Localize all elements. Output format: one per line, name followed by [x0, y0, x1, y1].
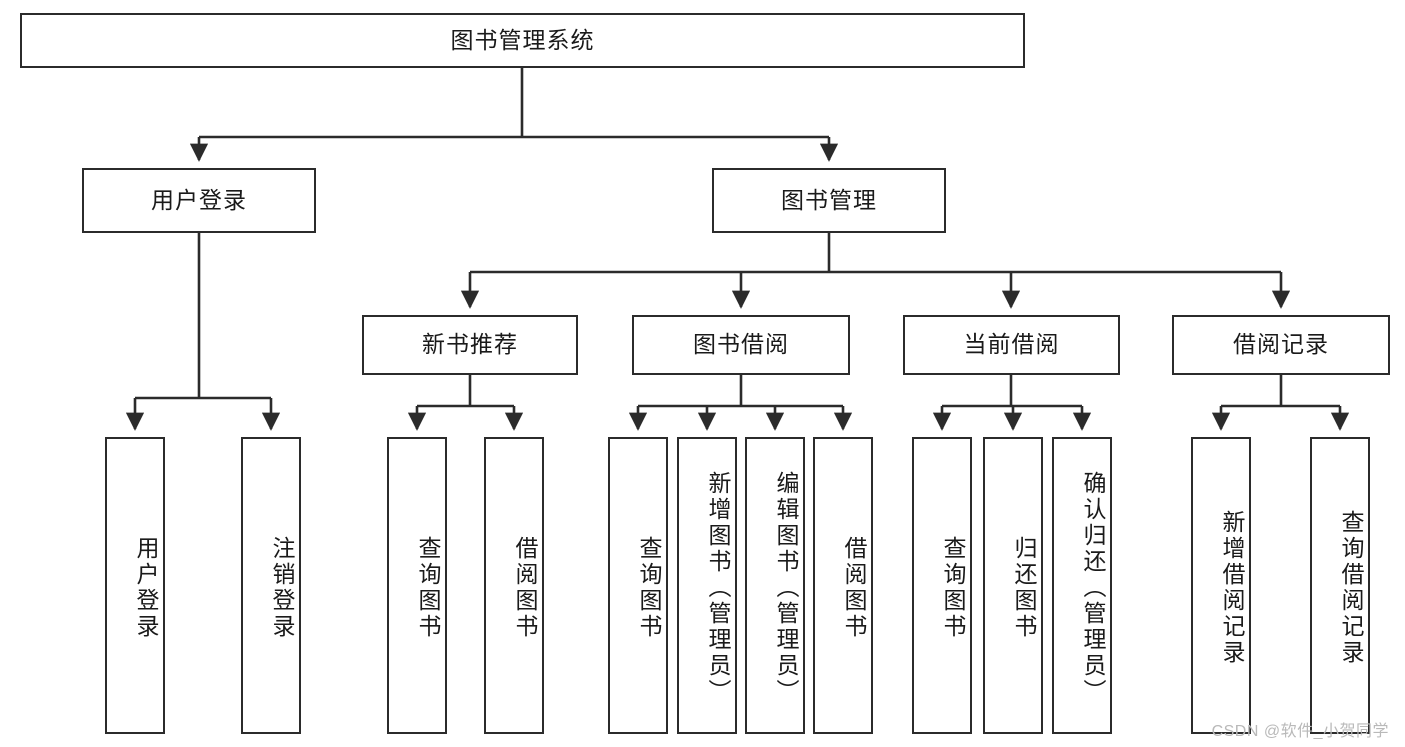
- leaf-add-book-admin-label: 新增图书（管理员）: [705, 470, 731, 705]
- leaf-borrow-book-label: 借阅图书: [841, 535, 867, 640]
- node-current-borrow[interactable]: 当前借阅: [903, 315, 1120, 375]
- leaf-add-borrow-record[interactable]: 新增借阅记录: [1191, 437, 1251, 734]
- node-user-login-label: 用户登录: [151, 186, 247, 213]
- leaf-return-book[interactable]: 归还图书: [983, 437, 1043, 734]
- node-book-borrow-label: 图书借阅: [693, 331, 789, 358]
- leaf-borrow-book-recommend-label: 借阅图书: [512, 535, 538, 640]
- node-borrow-record[interactable]: 借阅记录: [1172, 315, 1390, 375]
- node-current-borrow-label: 当前借阅: [963, 331, 1060, 358]
- leaf-edit-book-admin-label: 编辑图书（管理员）: [773, 470, 799, 705]
- leaf-query-book-borrow-label: 查询图书: [636, 535, 662, 640]
- leaf-logout[interactable]: 注销登录: [241, 437, 301, 734]
- node-root[interactable]: 图书管理系统: [20, 13, 1025, 68]
- leaf-logout-label: 注销登录: [269, 535, 295, 640]
- leaf-user-login[interactable]: 用户登录: [105, 437, 165, 734]
- leaf-borrow-book[interactable]: 借阅图书: [813, 437, 873, 734]
- node-book-management[interactable]: 图书管理: [712, 168, 946, 233]
- leaf-query-borrow-record-label: 查询借阅记录: [1338, 509, 1364, 666]
- leaf-add-borrow-record-label: 新增借阅记录: [1219, 509, 1245, 666]
- watermark: CSDN @软件_小贺同学: [1211, 723, 1389, 740]
- node-new-book-recommend[interactable]: 新书推荐: [362, 315, 578, 375]
- leaf-query-borrow-record[interactable]: 查询借阅记录: [1310, 437, 1370, 734]
- leaf-user-login-label: 用户登录: [133, 535, 159, 640]
- node-book-borrow[interactable]: 图书借阅: [632, 315, 850, 375]
- leaf-confirm-return-admin[interactable]: 确认归还（管理员）: [1052, 437, 1112, 734]
- node-root-label: 图书管理系统: [450, 26, 595, 53]
- node-borrow-record-label: 借阅记录: [1233, 331, 1329, 358]
- leaf-borrow-book-recommend[interactable]: 借阅图书: [484, 437, 544, 734]
- leaf-confirm-return-admin-label: 确认归还（管理员）: [1080, 470, 1106, 705]
- node-book-management-label: 图书管理: [781, 186, 877, 213]
- node-user-login[interactable]: 用户登录: [82, 168, 316, 233]
- leaf-query-book-recommend-label: 查询图书: [415, 535, 441, 640]
- leaf-query-book-recommend[interactable]: 查询图书: [387, 437, 447, 734]
- node-new-book-recommend-label: 新书推荐: [422, 331, 518, 358]
- leaf-query-book-current-label: 查询图书: [940, 535, 966, 640]
- leaf-edit-book-admin[interactable]: 编辑图书（管理员）: [745, 437, 805, 734]
- leaf-return-book-label: 归还图书: [1011, 535, 1037, 640]
- leaf-add-book-admin[interactable]: 新增图书（管理员）: [677, 437, 737, 734]
- leaf-query-book-borrow[interactable]: 查询图书: [608, 437, 668, 734]
- leaf-query-book-current[interactable]: 查询图书: [912, 437, 972, 734]
